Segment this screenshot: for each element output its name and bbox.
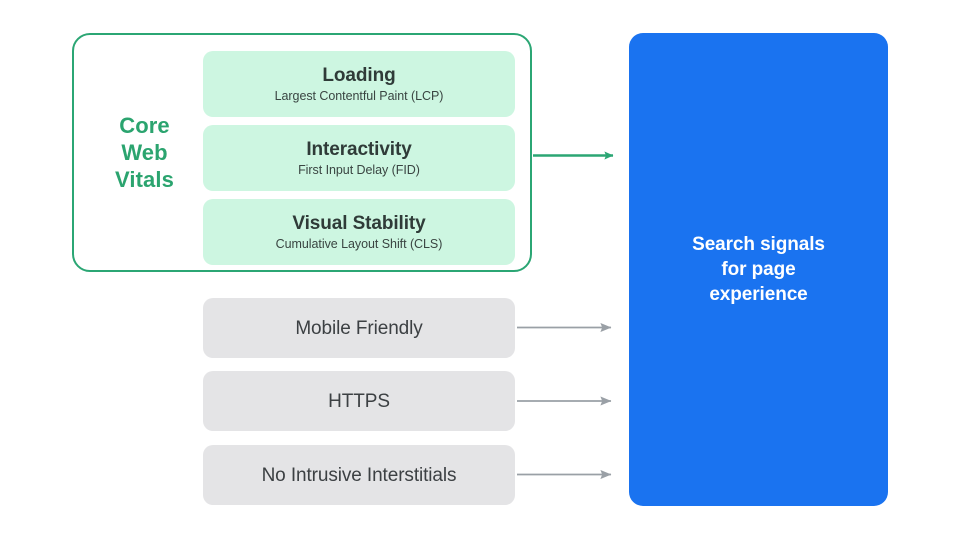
signal-label: Mobile Friendly: [295, 317, 423, 339]
metric-title: Loading: [322, 64, 396, 86]
metric-title: Visual Stability: [292, 212, 426, 234]
signal-box-https[interactable]: HTTPS: [203, 371, 515, 431]
metric-card-visual-stability[interactable]: Visual Stability Cumulative Layout Shift…: [203, 199, 515, 265]
signal-label: HTTPS: [328, 390, 390, 412]
core-web-vitals-label-line-2: Web: [121, 140, 168, 165]
core-web-vitals-label-line-3: Vitals: [115, 167, 174, 192]
core-web-vitals-label-line-1: Core: [119, 113, 170, 138]
metric-card-interactivity[interactable]: Interactivity First Input Delay (FID): [203, 125, 515, 191]
search-signals-panel-text: Search signals for page experience: [692, 234, 825, 305]
metric-title: Interactivity: [306, 138, 412, 160]
metric-card-loading[interactable]: Loading Largest Contentful Paint (LCP): [203, 51, 515, 117]
signal-box-mobile-friendly[interactable]: Mobile Friendly: [203, 298, 515, 358]
metric-subtitle: Largest Contentful Paint (LCP): [274, 88, 444, 103]
signal-label: No Intrusive Interstitials: [261, 464, 457, 486]
signal-box-no-intrusive-interstitials[interactable]: No Intrusive Interstitials: [203, 445, 515, 505]
metric-subtitle: First Input Delay (FID): [298, 162, 420, 177]
metric-subtitle: Cumulative Layout Shift (CLS): [275, 236, 443, 251]
search-signals-panel[interactable]: Search signals for page experience: [629, 33, 888, 506]
core-web-vitals-label: Core Web Vitals: [92, 112, 197, 193]
